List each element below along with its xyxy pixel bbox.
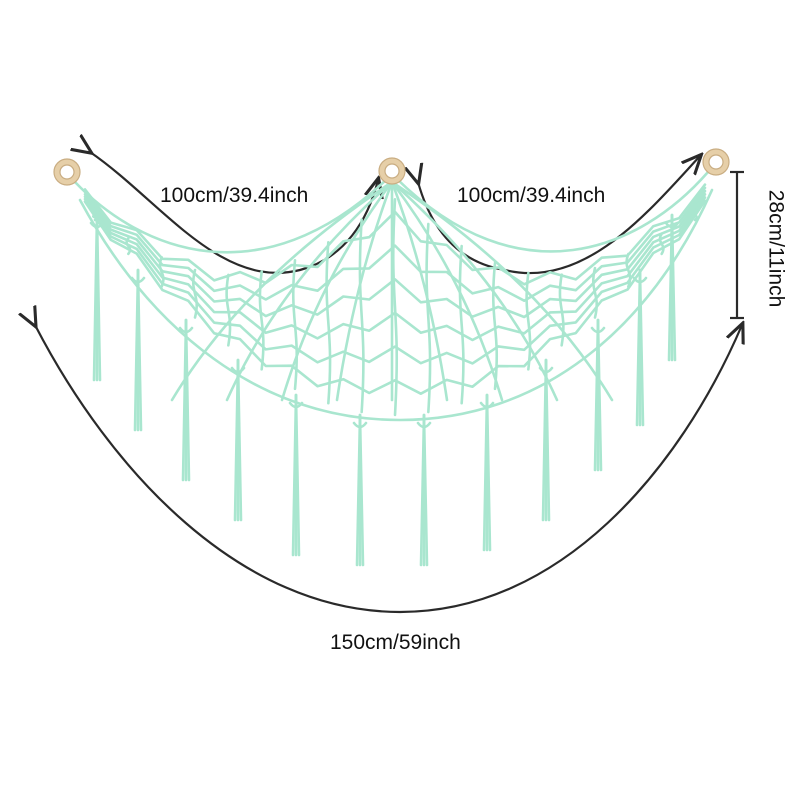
net-strand (358, 218, 365, 414)
tassel-strand (236, 358, 243, 522)
tassel-strand (294, 393, 301, 557)
tassels (89, 213, 680, 567)
tassel-knot (538, 366, 554, 374)
net-strand (492, 261, 498, 391)
tassel-strand (358, 413, 365, 567)
tassel-knot (590, 326, 606, 334)
right-ring (703, 149, 729, 175)
hanging-rings (54, 149, 729, 185)
net-center-strand (170, 180, 394, 402)
net-center-strand (280, 180, 394, 402)
net-top-edge-left (73, 176, 390, 254)
tassel-strand (422, 413, 429, 567)
tassel-knot (89, 221, 105, 229)
tassel-strand (136, 268, 143, 432)
height-label: 28cm/11inch (764, 189, 788, 308)
net-strand (558, 273, 565, 347)
net-strand (391, 197, 399, 417)
tassel-knot (416, 421, 432, 429)
tassel-knot (664, 221, 680, 229)
tassel-knot (288, 401, 304, 409)
right-span-label: 100cm/39.4inch (457, 184, 606, 207)
tassel-strand (670, 213, 677, 362)
net-strand (525, 271, 532, 371)
tassel-strand (596, 318, 603, 472)
tassel-knot (130, 276, 146, 284)
left-span-label: 100cm/39.4inch (160, 184, 309, 207)
net-center-strand (390, 180, 504, 402)
tassel-strand (544, 358, 551, 522)
net-center-strand (390, 180, 559, 402)
net-row (83, 186, 707, 302)
tassel-strand (184, 318, 191, 482)
net-row (83, 193, 707, 342)
net-row (83, 196, 707, 365)
net-center-strand (225, 180, 394, 402)
net-top-edge-right (394, 170, 710, 253)
tassel-strand (485, 393, 492, 552)
bottom-span-label: 150cm/59inch (330, 631, 461, 654)
net-strand (325, 240, 332, 405)
net-strand (625, 252, 632, 288)
tassel-knot (178, 326, 194, 334)
net-center-strand (390, 180, 614, 402)
net-strand (225, 273, 232, 347)
net-strand (258, 270, 265, 371)
left-span-arrow (90, 152, 378, 274)
tassel-knot (230, 366, 246, 374)
tassel-strand (638, 268, 645, 427)
tassel-strand (95, 213, 102, 382)
tassel-knot (479, 401, 495, 409)
net-center-strand (390, 180, 449, 402)
center-ring (379, 158, 405, 184)
bottom-span-arrow (35, 325, 742, 614)
net-strand (458, 244, 465, 405)
left-ring (54, 159, 80, 185)
net-row (83, 183, 707, 286)
net-strand (425, 222, 432, 414)
tassel-knot (632, 276, 648, 284)
net-row (83, 199, 707, 395)
macrame-net (73, 170, 714, 422)
net-row (83, 189, 707, 319)
tassel-knot (352, 421, 368, 429)
net-center-strand (335, 180, 394, 402)
